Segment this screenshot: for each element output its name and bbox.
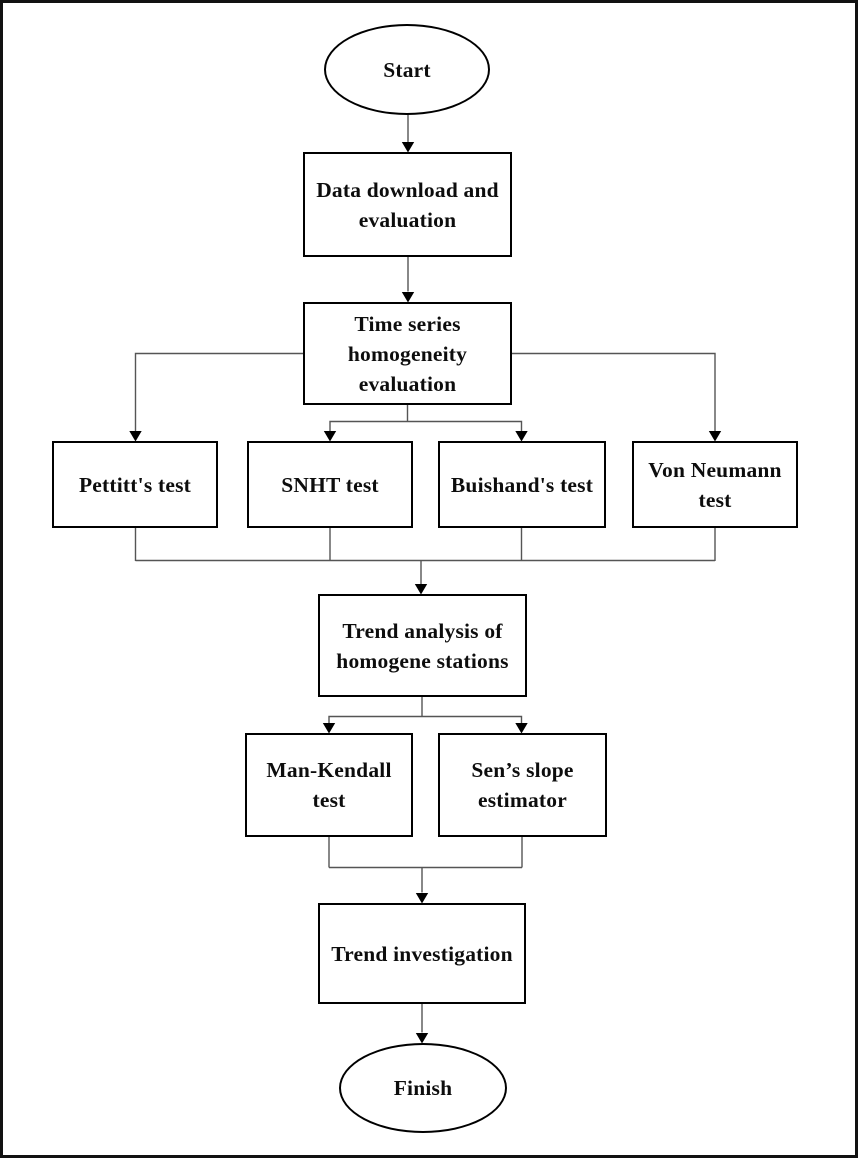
arrowhead [401,142,415,153]
edge-tests-merge-rail [134,527,716,584]
arrowhead [401,292,415,303]
arrowhead [322,723,336,734]
arrowhead [415,1033,429,1044]
arrowhead [323,431,337,442]
man-kendall-test-box: Man-Kendall test [245,733,413,837]
edge-time-series-to-snht-buishands [329,404,523,431]
arrowhead [414,584,428,595]
von-neumann-test-box: Von Neumann test [632,441,798,528]
trend-analysis-box: Trend analysis of homogene stations [318,594,527,697]
edge-trend-analysis-split [328,696,523,723]
start-terminator: Start [324,24,490,115]
edge-kendall-sens-merge-rail [328,836,523,893]
buishands-test-box: Buishand's test [438,441,606,528]
data-download-box: Data download and evaluation [303,152,512,257]
pettitts-test-box: Pettitt's test [52,441,218,528]
arrowhead [415,893,429,904]
finish-terminator: Finish [339,1043,507,1133]
arrowhead [708,431,722,442]
arrowhead [515,723,528,734]
trend-investigation-box: Trend investigation [318,903,526,1004]
flow-connectors [129,114,722,1044]
arrowhead [129,431,142,442]
time-series-homogeneity-box: Time series homogeneity evaluation [303,302,512,405]
edge-time-series-to-von-neumann [512,352,716,431]
edge-time-series-to-pettitts [134,352,303,431]
sens-slope-estimator-box: Sen’s slope estimator [438,733,607,837]
snht-test-box: SNHT test [247,441,413,528]
arrowhead [515,431,528,442]
